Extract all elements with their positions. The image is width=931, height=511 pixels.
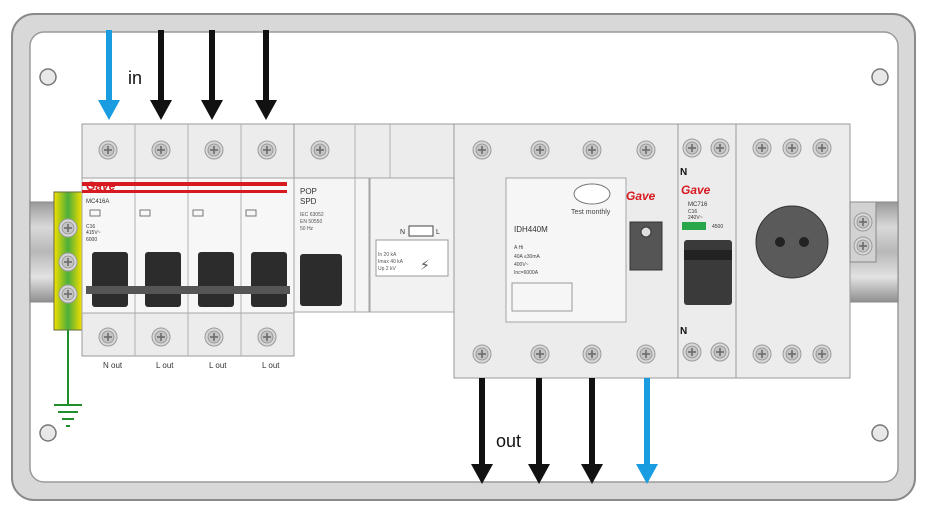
- mcb-single: [677, 123, 737, 379]
- rcbo-spec: 400V~: [514, 262, 529, 268]
- spd-standard: IEC 63052: [300, 212, 324, 218]
- spd-frequency: 50 Hz: [300, 226, 314, 232]
- input-line-arrow: [150, 30, 172, 120]
- mcb-model: MC416A: [86, 199, 109, 205]
- mcb-rating: C16: [86, 224, 95, 230]
- spd-l-label: L: [436, 229, 440, 236]
- single-brand-logo: Gave: [681, 183, 711, 197]
- spd-up-rating: Up 2 kV: [378, 266, 396, 272]
- out-label: out: [496, 431, 521, 451]
- single-rating: C16: [688, 209, 697, 215]
- rcbo-model: IDH440M: [514, 225, 548, 234]
- rcbo-test-label: Test monthly: [571, 209, 611, 216]
- lightning-icon: ⚡: [420, 258, 430, 274]
- input-line-arrow: [255, 30, 277, 120]
- single-voltage: 240V~: [688, 215, 703, 221]
- single-n-bottom: N: [680, 326, 687, 337]
- spd-in-rating: In 20 kA: [378, 252, 397, 258]
- mounting-hole: [39, 424, 57, 442]
- output-line-arrow: [528, 378, 550, 484]
- spd-n-label: N: [400, 229, 405, 236]
- socket-outlet[interactable]: [755, 205, 829, 279]
- mcb-out-label: L out: [262, 361, 280, 370]
- single-n-top: N: [680, 167, 687, 178]
- output-neutral-arrow: [636, 378, 658, 484]
- mcb-4pole: [81, 123, 295, 357]
- mounting-hole: [39, 68, 57, 86]
- in-label: in: [128, 68, 142, 88]
- mcb-code: 6000: [86, 237, 97, 243]
- spd-name-line1: POP: [300, 187, 317, 196]
- mcb-brand-logo: Gave: [86, 179, 116, 193]
- spd-standard: EN 50550: [300, 219, 322, 225]
- mcb-voltage: 415V~: [86, 230, 101, 236]
- rcbo-spec: 40A ≤30mA: [514, 254, 540, 260]
- input-neutral-arrow: [98, 30, 120, 120]
- rcbo-4pole: [453, 123, 679, 379]
- output-line-arrow: [581, 378, 603, 484]
- mcb-out-label: L out: [156, 361, 174, 370]
- mcb-out-label: N out: [103, 361, 123, 370]
- mounting-hole: [871, 68, 889, 86]
- end-clamp: [849, 201, 877, 263]
- test-button[interactable]: [573, 183, 611, 205]
- surge-protection-device: [293, 123, 455, 313]
- spd-name-line2: SPD: [300, 197, 317, 206]
- rcbo-spec: A Hi: [514, 245, 523, 251]
- socket-module: [735, 123, 851, 379]
- mounting-hole: [871, 424, 889, 442]
- rcbo-spec: Inc=6000A: [514, 270, 539, 276]
- spd-imax-rating: Imax 40 kA: [378, 259, 404, 265]
- single-code: 4500: [712, 224, 723, 230]
- rcbo-brand-logo: Gave: [626, 189, 656, 203]
- ground-symbol: [54, 404, 82, 427]
- mcb-out-label: L out: [209, 361, 227, 370]
- input-line-arrow: [201, 30, 223, 120]
- output-line-arrow: [471, 378, 493, 484]
- single-model: MC716: [688, 202, 708, 208]
